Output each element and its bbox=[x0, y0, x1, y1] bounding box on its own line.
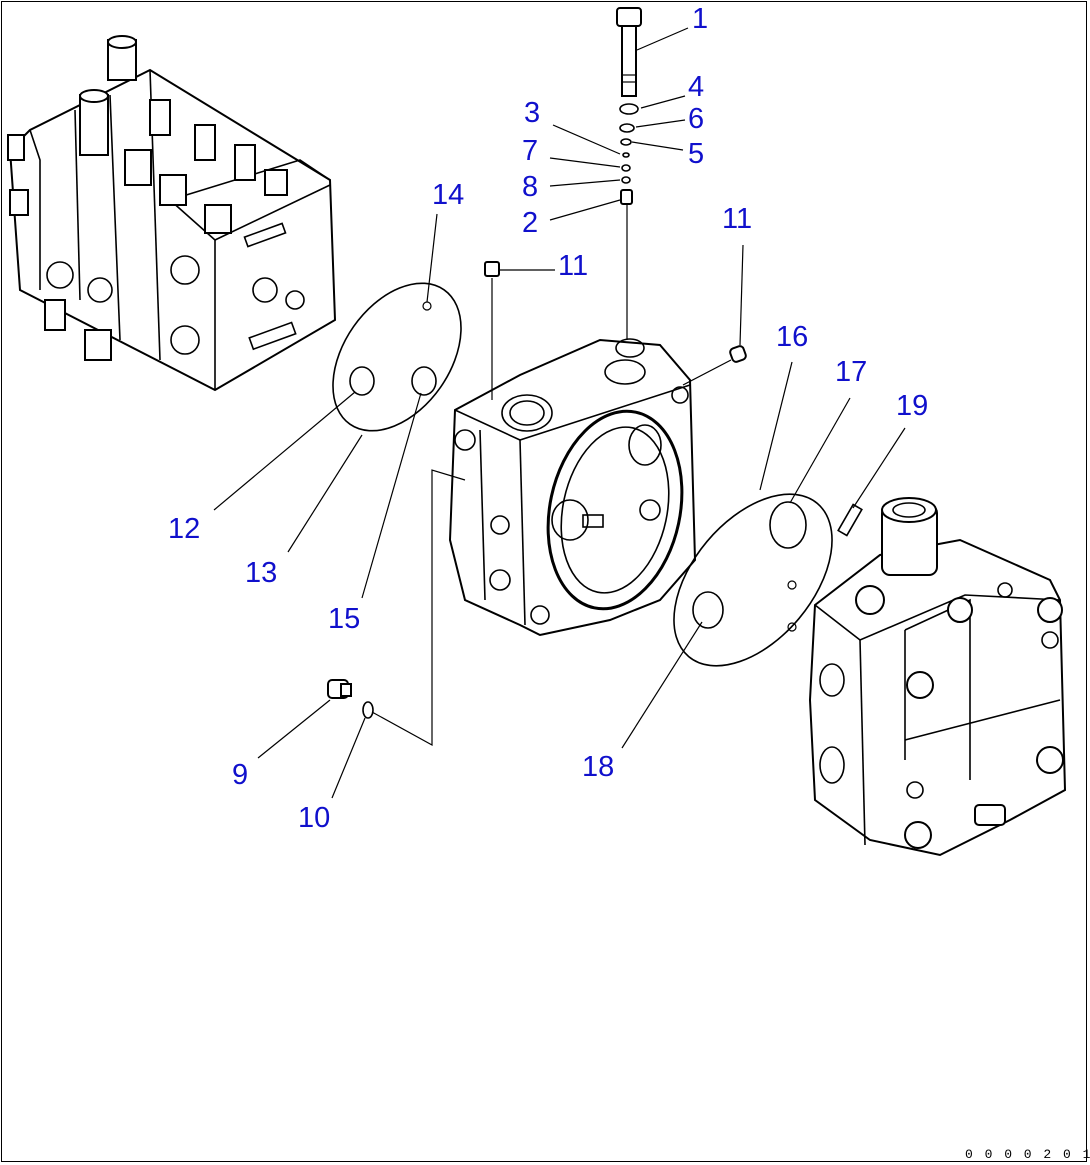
part-11-plug-left bbox=[484, 261, 500, 400]
callout-1: 1 bbox=[692, 3, 708, 35]
drawing-code: 0 0 0 0 2 0 1 2 bbox=[965, 1147, 1090, 1162]
part-19-shim bbox=[837, 503, 863, 537]
callout-2: 2 bbox=[522, 207, 538, 239]
callout-7: 7 bbox=[522, 135, 538, 167]
part-10-oring bbox=[362, 701, 374, 719]
callout-13: 13 bbox=[245, 557, 277, 589]
valve-assembly-right bbox=[808, 497, 1067, 857]
callout-labels: 1 2 3 4 5 6 7 8 9 10 11 11 12 13 14 15 1… bbox=[168, 3, 928, 834]
callout-11-right: 11 bbox=[722, 203, 752, 235]
callout-18: 18 bbox=[582, 751, 614, 783]
callout-4: 4 bbox=[688, 71, 704, 103]
callout-10: 10 bbox=[298, 802, 330, 834]
part-11-plug-right bbox=[682, 345, 747, 386]
callout-8: 8 bbox=[522, 171, 538, 203]
stack-parts bbox=[619, 103, 639, 340]
callout-5: 5 bbox=[688, 138, 704, 170]
leader-lines bbox=[213, 27, 906, 799]
callout-9: 9 bbox=[232, 759, 248, 791]
callout-15: 15 bbox=[328, 603, 360, 635]
part-9-plug bbox=[327, 679, 352, 699]
valve-section-center bbox=[448, 338, 697, 637]
callout-12: 12 bbox=[168, 513, 200, 545]
part-1-bolt bbox=[616, 7, 642, 97]
callout-11-left: 11 bbox=[558, 250, 588, 282]
gasket-16 bbox=[673, 493, 833, 667]
callout-16: 16 bbox=[776, 321, 808, 353]
valve-assembly-upper-left bbox=[7, 35, 337, 392]
callout-17: 17 bbox=[835, 356, 867, 388]
callout-3: 3 bbox=[524, 97, 540, 129]
gasket-14 bbox=[332, 282, 462, 432]
leader-10-to-body bbox=[371, 469, 466, 747]
callout-6: 6 bbox=[688, 103, 704, 135]
callout-14: 14 bbox=[432, 179, 464, 211]
callout-19: 19 bbox=[896, 390, 928, 422]
